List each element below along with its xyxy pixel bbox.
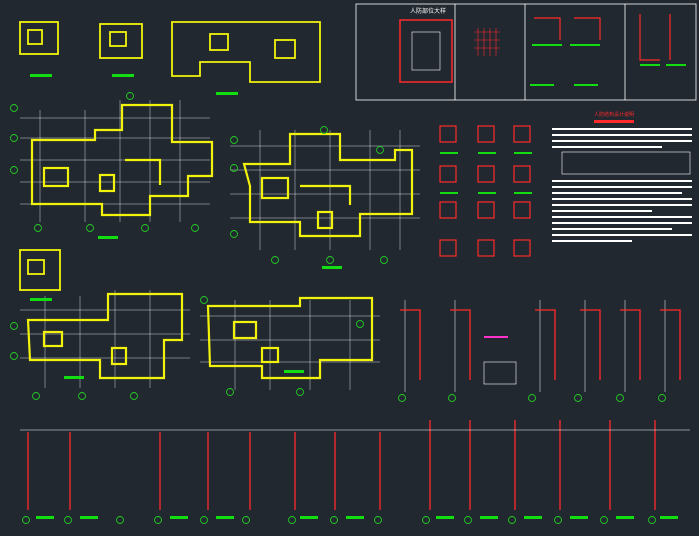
wall-section-details — [398, 300, 681, 402]
top-right-details: 人防部位大样 — [399, 7, 686, 86]
plan-3 — [10, 290, 190, 400]
top-right-frame — [355, 3, 697, 101]
right-title: 人防结构设计说明 — [594, 111, 634, 118]
center-title: 人防部位大样 — [410, 7, 446, 15]
grid-table-icon — [483, 361, 517, 385]
column-details-grid — [439, 125, 532, 257]
plan-1 — [10, 92, 214, 239]
design-notes — [552, 120, 692, 242]
small-plans — [19, 21, 321, 291]
bottom-row-details — [20, 420, 690, 524]
plan-2 — [230, 126, 420, 269]
plan-4 — [200, 296, 380, 396]
